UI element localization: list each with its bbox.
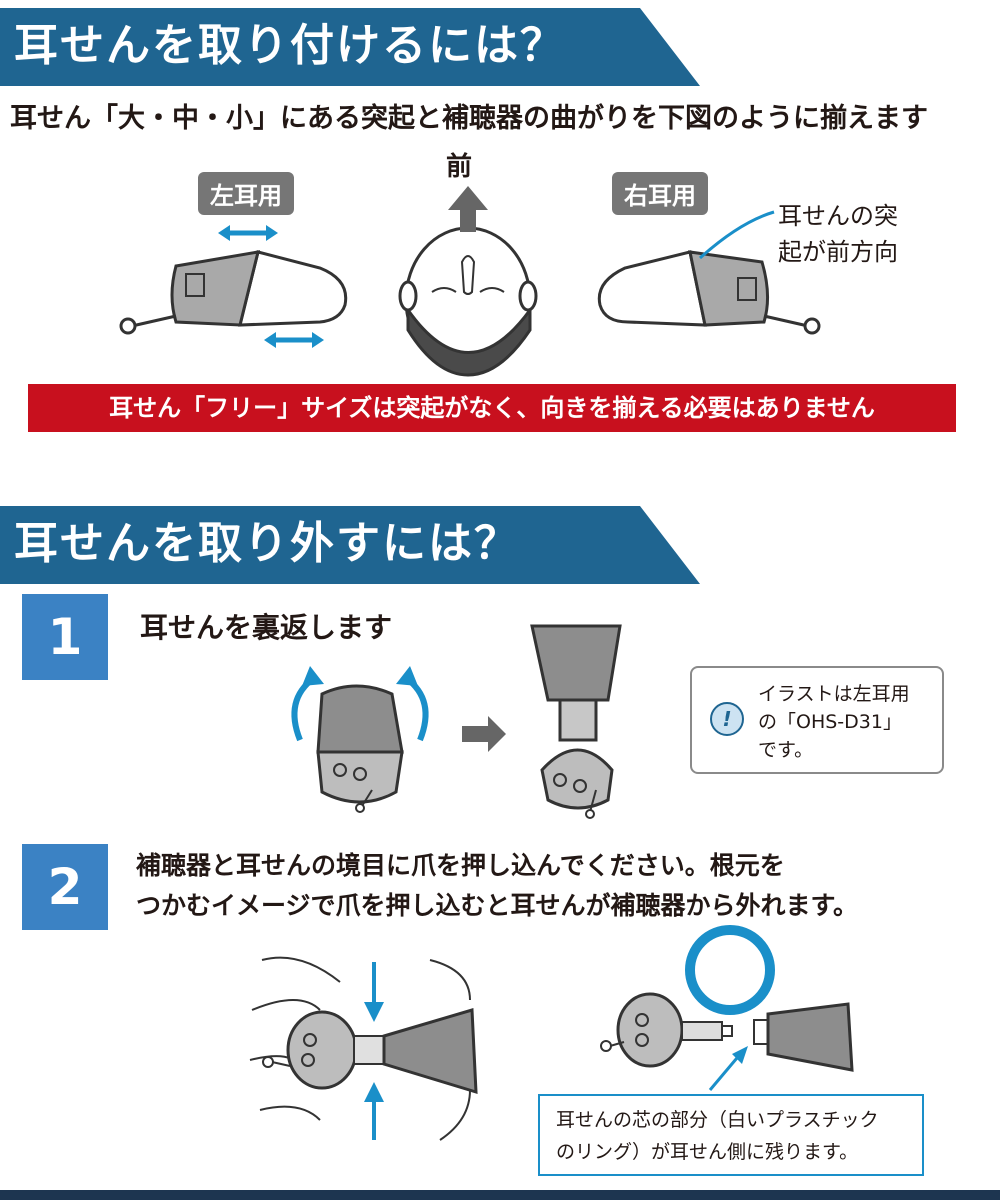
right-hearing-aid-illustration (597, 210, 821, 335)
info-line1: イラストは左耳用 (758, 683, 910, 705)
info-line3: です。 (758, 739, 814, 761)
earplug-flipped-illustration (530, 624, 622, 819)
head-top-view-illustration (398, 226, 538, 377)
separated-parts-illustration (600, 992, 854, 1072)
section2-title: 耳せんを取り外すには？ (14, 518, 520, 569)
ring-callout-box: 耳せんの芯の部分（白いプラスチック のリング）が耳せん側に残ります。 (538, 1094, 924, 1176)
protrusion-note-line2: 起が前方向 (778, 238, 898, 266)
step1-text: 耳せんを裏返します (140, 611, 393, 644)
next-arrow-icon (462, 716, 506, 752)
illustration-info-box: ! イラストは左耳用 の「OHS-D31」 です。 (690, 666, 944, 774)
protrusion-note: 耳せんの突 起が前方向 (778, 198, 898, 270)
info-exclamation-icon: ! (710, 702, 744, 736)
info-text: イラストは左耳用 の「OHS-D31」 です。 (758, 680, 910, 764)
section1-title: 耳せんを取り付けるには？ (14, 20, 566, 71)
step2-line2: つかむイメージで爪を押し込むと耳せんが補聴器から外れます。 (136, 891, 859, 920)
front-label: 前 (446, 152, 473, 182)
push-arrow-icon (364, 962, 384, 1140)
step1-number: 1 (22, 594, 108, 680)
section2-banner: 耳せんを取り外すには？ (0, 506, 700, 584)
hand-removal-illustration (249, 956, 478, 1141)
info-line2: の「OHS-D31」 (758, 711, 902, 733)
callout-pointer-icon (708, 1046, 748, 1091)
section1-lead: 耳せん「大・中・小」にある突起と補聴器の曲がりを下図のように揃えます (10, 103, 928, 134)
step2-number: 2 (22, 844, 108, 930)
left-ear-label: 左耳用 (198, 172, 294, 215)
bottom-bar (0, 1190, 1000, 1200)
left-hearing-aid-illustration (119, 250, 348, 335)
callout-line1: 耳せんの芯の部分（白いプラスチック (556, 1109, 879, 1131)
step2-text: 補聴器と耳せんの境目に爪を押し込んでください。根元を つかむイメージで爪を押し込… (136, 846, 858, 926)
callout-line2: のリング）が耳せん側に残ります。 (556, 1141, 859, 1163)
right-ear-label: 右耳用 (612, 172, 708, 215)
step2-line1: 補聴器と耳せんの境目に爪を押し込んでください。根元を (136, 851, 785, 880)
callout-text: 耳せんの芯の部分（白いプラスチック のリング）が耳せん側に残ります。 (556, 1104, 879, 1168)
rotate-arrows-icon (291, 666, 429, 742)
free-size-warning: 耳せん「フリー」サイズは突起がなく、向きを揃える必要はありません (28, 384, 956, 432)
rotate-arrows-icon (218, 225, 324, 348)
front-arrow-icon (448, 186, 488, 232)
earplug-before-illustration (316, 684, 404, 813)
section1-banner: 耳せんを取り付けるには？ (0, 8, 700, 86)
ring-highlight-icon (685, 925, 775, 1015)
protrusion-note-line1: 耳せんの突 (778, 202, 898, 230)
